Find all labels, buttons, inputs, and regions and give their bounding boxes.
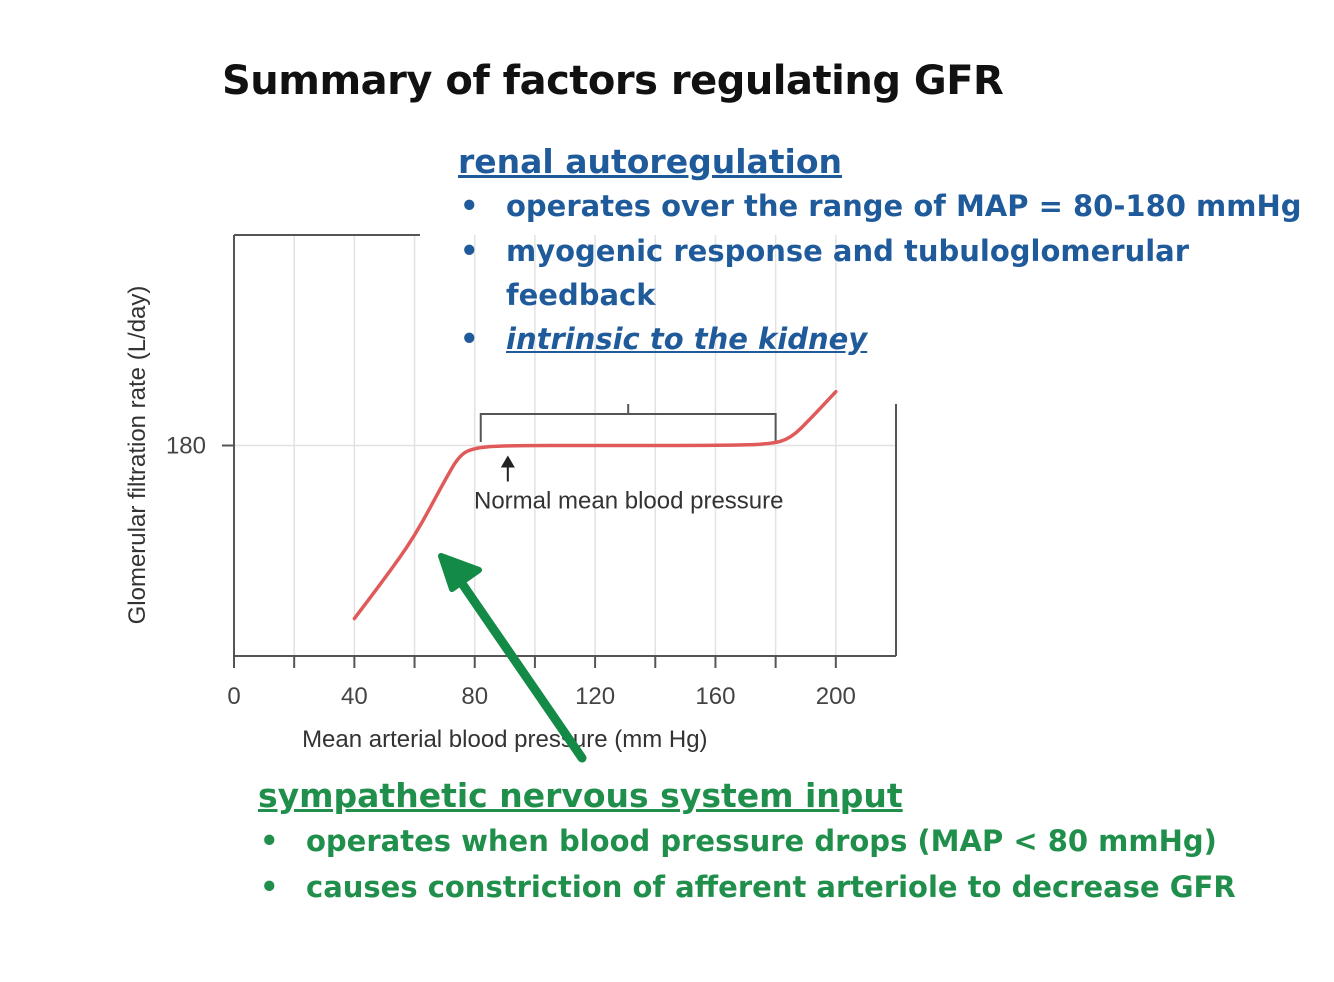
x-tick-label: 0	[227, 683, 240, 710]
y-tick-label: 180	[166, 433, 206, 460]
normal-bp-arrow-head	[500, 455, 515, 468]
x-tick-label: 120	[575, 683, 615, 710]
autoregulation-bracket	[479, 404, 777, 442]
sympathetic-bullets: operates when blood pressure drops (MAP …	[258, 818, 1236, 910]
autoregulation-bullet: myogenic response and tubuloglomerular f…	[458, 229, 1206, 317]
sympathetic-arrow-head	[438, 553, 482, 592]
normal-bp-label: Normal mean blood pressure	[474, 488, 783, 515]
x-tick-label: 160	[695, 683, 735, 710]
slide-title: Summary of factors regulating GFR	[222, 58, 1004, 104]
sympathetic-bullet: operates when blood pressure drops (MAP …	[258, 818, 1236, 864]
y-axis-title: Glomerular filtration rate (L/day)	[124, 286, 151, 625]
sympathetic-arrow-shaft	[456, 577, 587, 763]
autoregulation-block: renal autoregulation operates over the r…	[458, 140, 1302, 362]
chart-axes	[222, 234, 897, 668]
autoregulation-bullet: operates over the range of MAP = 80-180 …	[458, 184, 1302, 229]
sympathetic-heading: sympathetic nervous system input	[258, 776, 903, 815]
autoregulation-bullet-text: intrinsic to the kidney	[506, 322, 868, 356]
x-tick-label: 80	[461, 683, 488, 710]
x-axis-title: Mean arterial blood pressure (mm Hg)	[302, 726, 707, 753]
gfr-curve	[352, 389, 838, 621]
sympathetic-block: sympathetic nervous system input operate…	[258, 774, 1236, 910]
autoregulation-bullet: intrinsic to the kidney	[458, 317, 1302, 362]
sympathetic-bullet: causes constriction of afferent arteriol…	[258, 864, 1236, 910]
bracket-line	[479, 413, 777, 442]
autoregulation-bullets: operates over the range of MAP = 80-180 …	[458, 184, 1302, 362]
x-tick-label: 40	[341, 683, 368, 710]
sympathetic-arrow	[438, 553, 587, 763]
x-tick-label: 200	[816, 683, 856, 710]
chart-series	[352, 389, 838, 621]
autoregulation-heading: renal autoregulation	[458, 142, 843, 181]
